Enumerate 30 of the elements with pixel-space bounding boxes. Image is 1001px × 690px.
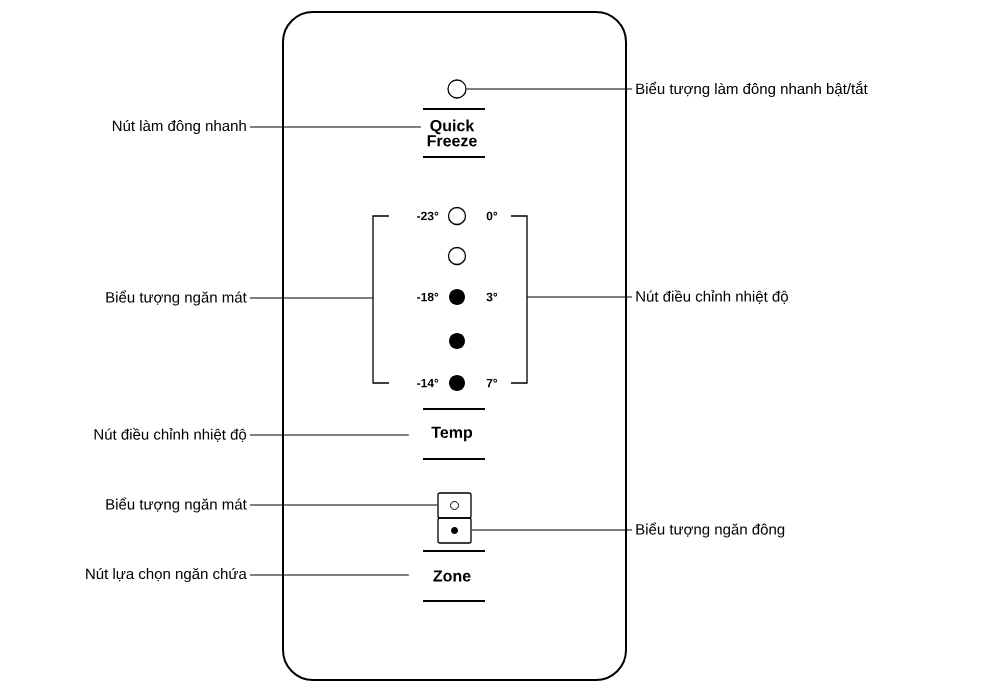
node-label: 0° (486, 211, 498, 221)
callout-text: Biểu tượng ngăn đông (636, 522, 785, 538)
callout-text: Nút điều chỉnh nhiệt độ (94, 428, 247, 442)
leader-line (526, 296, 633, 298)
callout-text: Biểu tượng làm đông nhanh bật/tắt (636, 80, 868, 98)
button-label: Temp (431, 426, 473, 442)
callout-text: Nút lựa chọn ngăn chứa (86, 567, 247, 583)
callout-text: Biểu tượng ngăn mát (106, 497, 247, 513)
leader-line (249, 574, 410, 576)
callout-text: Biểu tượng ngăn mát (106, 290, 247, 306)
node-label: -14° (417, 378, 439, 388)
indicator-icon (447, 79, 467, 99)
node-label: 3° (486, 292, 498, 302)
leader-line (249, 297, 374, 299)
leader-line (471, 529, 633, 531)
indicator-icon (437, 492, 472, 519)
indicator-icon (437, 517, 472, 544)
control-panel (282, 11, 627, 681)
leader-line (249, 126, 422, 128)
callout-text: Nút làm đông nhanh (112, 119, 246, 135)
node-label: 7° (486, 378, 498, 388)
button-label: Quick Freeze (427, 119, 477, 147)
leader-line (249, 434, 410, 436)
node-label: -18° (417, 292, 439, 302)
button-label: Zone (433, 570, 471, 582)
leader-line (466, 88, 633, 90)
temperature-scale: -23° 0° -18° 3° -14° 7° (372, 206, 528, 391)
callout-text: Nút điều chỉnh nhiệt độ (636, 290, 788, 304)
node-label: -23° (417, 211, 439, 221)
leader-line (249, 504, 438, 506)
